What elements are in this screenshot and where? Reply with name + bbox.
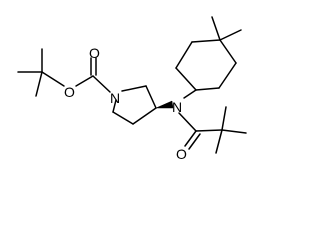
- bond-amide-carbonyl-double-b: [188, 133, 201, 150]
- bond-ring-c3-c4: [132, 107, 157, 125]
- dimethylcyclohexyl-ring: [175, 16, 242, 99]
- bond-amide-n-to-cyclohexyl: [183, 89, 197, 99]
- bond-quaternary-methyl-right: [221, 129, 247, 134]
- bond-ring-c5-n: [112, 99, 117, 113]
- bond-gem-methyl-up: [211, 16, 221, 41]
- bond-quaternary-methyl-down: [215, 129, 223, 154]
- tert-butyl-group: [17, 48, 65, 97]
- pyrrolidine-ring: [112, 85, 157, 125]
- atom-label-o-amide: O: [176, 146, 187, 162]
- bond-cyclohexyl-2: [175, 41, 193, 69]
- atom-label-o-carbonyl: O: [89, 45, 100, 61]
- molecule-structure-diagram: O O N N O: [17, 16, 247, 162]
- carbamate-group: [75, 57, 111, 93]
- bond-cyclohexyl-3: [191, 39, 221, 43]
- pivaloyl-group: [178, 106, 247, 154]
- atom-n-amide: N: [172, 99, 182, 115]
- atom-label-o-ester: O: [64, 84, 75, 100]
- stereo-wedge-bond: [155, 100, 174, 109]
- bond-ring-c2-c3: [145, 85, 157, 109]
- bond-amide-carbonyl-double-a: [184, 130, 197, 147]
- bond-carbonyl-to-quaternary-carbon: [195, 129, 223, 132]
- atom-label-n-amide: N: [172, 99, 182, 115]
- bond-ring-n-c2: [121, 85, 147, 92]
- bond-cyclohexyl-5: [218, 62, 237, 89]
- bond-quaternary-methyl-up: [221, 106, 227, 131]
- bond-cyclohexyl-6: [195, 87, 220, 91]
- bond-gem-methyl-right: [219, 29, 242, 41]
- atom-label-n-ring: N: [110, 90, 120, 106]
- bond-cyclohexyl-1: [175, 67, 197, 91]
- bond-tbu-methyl-bottom: [35, 71, 43, 97]
- atom-o-carbonyl: O: [89, 45, 100, 61]
- bond-carbonyl-carbon-to-ring-nitrogen: [92, 75, 111, 93]
- atom-o-amide: O: [176, 146, 187, 162]
- atom-n-ring: N: [110, 90, 120, 106]
- bond-ester-oxygen-to-carbonyl-carbon: [75, 75, 94, 87]
- atom-o-ester: O: [64, 84, 75, 100]
- bond-amide-n-to-carbonyl-carbon: [178, 112, 197, 132]
- bond-tbu-to-ester-oxygen: [41, 71, 65, 87]
- bond-cyclohexyl-4: [219, 39, 237, 64]
- bond-ring-c4-c5: [112, 111, 134, 125]
